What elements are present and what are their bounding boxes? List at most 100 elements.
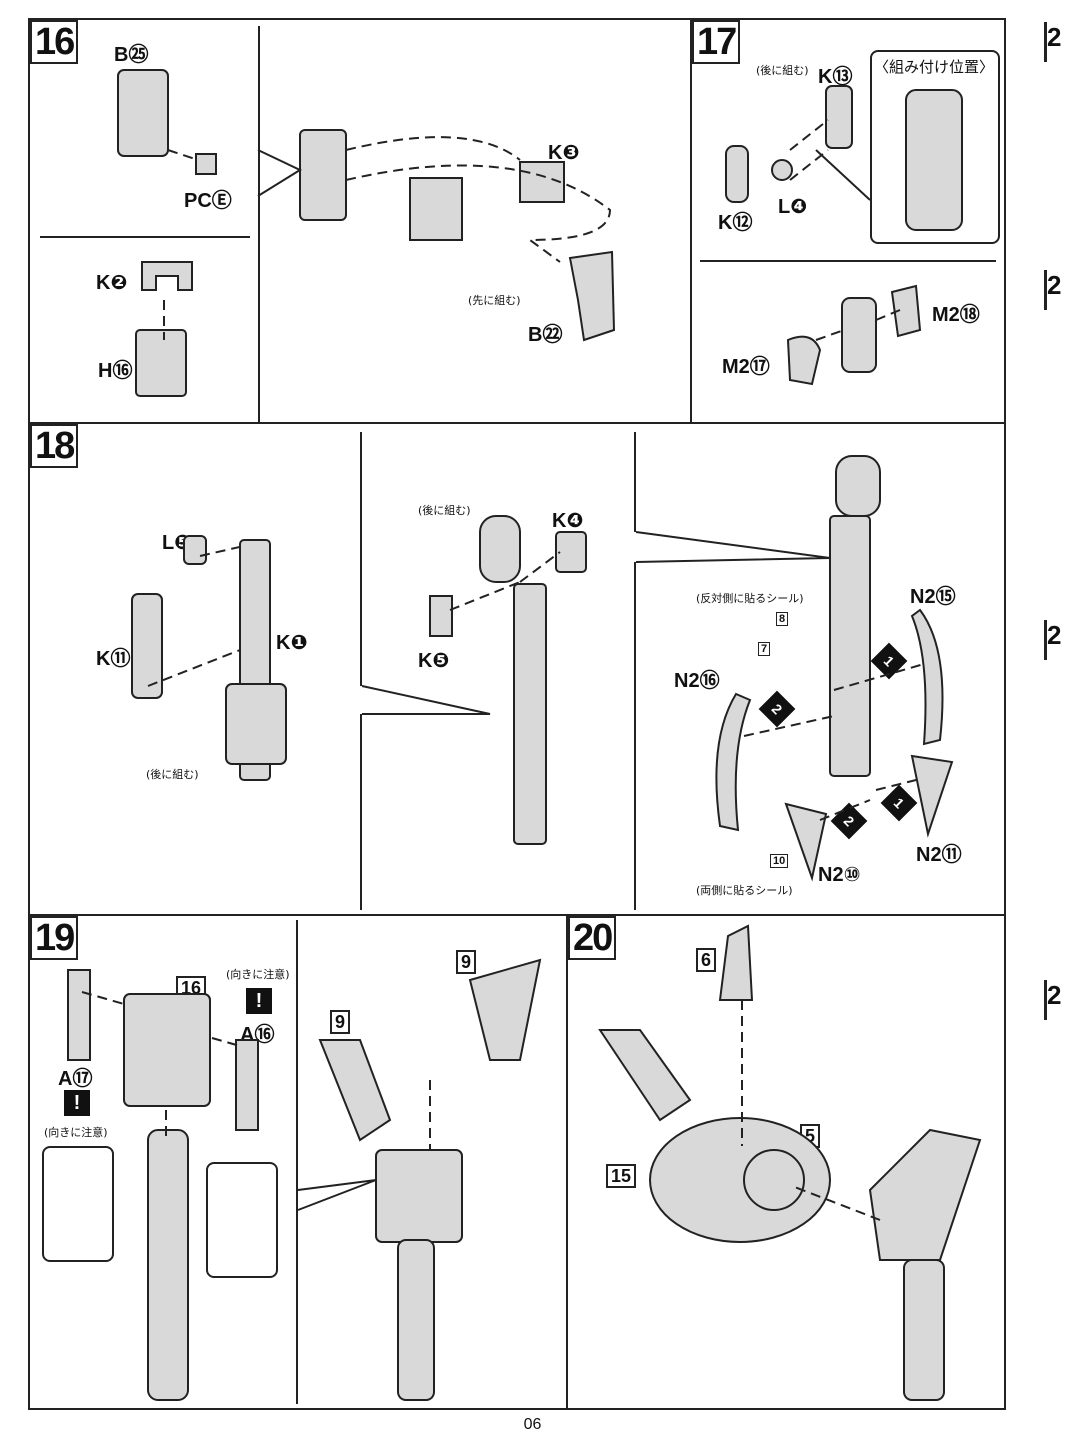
- guide-17c: [815, 329, 845, 341]
- step-16-divider-h: [40, 236, 250, 238]
- note-assemble-later-17: (後に組む): [756, 64, 809, 77]
- label-m2-17: M2⑰: [722, 356, 770, 378]
- position-caption: 〈組み付け位置〉: [874, 58, 995, 76]
- label-l4: L❹: [778, 196, 808, 218]
- ref-9-left: 9: [330, 1010, 351, 1034]
- label-n2-16: N2⑯: [674, 670, 720, 692]
- label-n2-11: N2⑪: [916, 844, 962, 866]
- sticker-number-7: 7: [758, 642, 771, 656]
- part-k11: [131, 593, 163, 699]
- label-k1: K❶: [276, 632, 308, 654]
- label-k4: K❹: [552, 510, 584, 532]
- part-body-19b: [397, 1239, 435, 1401]
- part-arm-9-left: [318, 1039, 392, 1142]
- part-assembly-16: [299, 129, 347, 221]
- part-n2-16: [715, 692, 752, 832]
- part-a16: [235, 1039, 259, 1131]
- guide-19a: [81, 991, 125, 1005]
- warning-icon-a17: !: [64, 1090, 90, 1116]
- part-torso-20: [649, 1117, 831, 1243]
- step-18-divider-a: [360, 432, 362, 686]
- edge-tab-3: 2: [1044, 620, 1065, 660]
- pointer-18a: [361, 685, 491, 715]
- step-16-divider-left: [258, 26, 260, 422]
- guide-18c: [449, 581, 521, 611]
- guide-17a: [789, 119, 829, 151]
- guide-16c: [345, 136, 521, 161]
- part-box-16: [123, 993, 211, 1107]
- label-k12: K⑫: [718, 212, 753, 234]
- step-20-number: 20: [568, 916, 617, 960]
- position-box: [870, 50, 1000, 244]
- part-k5: [429, 595, 453, 637]
- edge-tab-2: 2: [1044, 270, 1065, 310]
- pointer-19: [297, 1179, 377, 1211]
- edge-tab-1: 2: [1044, 22, 1065, 62]
- note-assemble-later-18a: (後に組む): [146, 768, 199, 781]
- detail-box-a17: [42, 1146, 114, 1262]
- guide-18b: [147, 649, 241, 687]
- label-k5: K❺: [418, 650, 450, 672]
- part-head-3: [835, 455, 881, 517]
- ref-15: 15: [606, 1164, 637, 1188]
- guide-17d: [875, 309, 901, 321]
- label-k2: K❷: [96, 272, 128, 294]
- edge-tab-4: 2: [1044, 980, 1065, 1020]
- part-l4: [771, 159, 793, 181]
- part-shoulder: [479, 515, 521, 583]
- part-arm-9-right: [468, 958, 542, 1061]
- sticker-number-10: 10: [770, 854, 789, 868]
- part-b25: [117, 69, 169, 157]
- guide-18a: [199, 545, 245, 557]
- step-18-divider-b: [360, 714, 362, 910]
- note-orientation-a17: (向きに注意): [44, 1126, 108, 1139]
- label-n2-10: N2⑩: [818, 864, 861, 886]
- note-sticker-opposite: (反対側に貼るシール): [696, 592, 804, 605]
- label-k11: K⑪: [96, 648, 131, 670]
- part-b22: [568, 250, 616, 342]
- part-arm-right-20: [868, 1128, 982, 1261]
- guide-16a: [167, 149, 199, 161]
- part-m2-17: [786, 335, 822, 386]
- label-k3: K❸: [548, 142, 580, 164]
- part-a17: [67, 969, 91, 1061]
- part-m2-18: [890, 284, 922, 338]
- guide-18f: [743, 715, 835, 737]
- part-k3: [519, 161, 565, 203]
- part-body-19: [147, 1129, 189, 1401]
- label-pce: PCⒺ: [184, 190, 232, 212]
- part-center-block: [409, 177, 463, 241]
- label-h16: H⑯: [98, 360, 133, 382]
- part-5: [743, 1149, 805, 1211]
- part-position-ref: [905, 89, 963, 231]
- note-assemble-later-18b: (後に組む): [418, 504, 471, 517]
- note-sticker-both: (両側に貼るシール): [696, 884, 793, 897]
- part-n2-11: [910, 754, 954, 838]
- step-19-divider: [296, 920, 298, 1404]
- pointer-16: [257, 149, 303, 197]
- part-n2-15: [910, 608, 944, 746]
- step-16-number: 16: [30, 20, 79, 64]
- guide-18d: [519, 551, 561, 583]
- part-17b-core: [841, 297, 877, 373]
- detail-box-a16: [206, 1162, 278, 1278]
- label-m2-18: M2⑱: [932, 304, 980, 326]
- guide-16d: [345, 164, 612, 263]
- guide-18h: [819, 799, 871, 821]
- page-number: 06: [523, 1416, 542, 1433]
- label-k13: K⑬: [818, 66, 853, 88]
- step-19-number: 19: [30, 916, 79, 960]
- part-l5: [183, 535, 207, 565]
- step-18-number: 18: [30, 424, 79, 468]
- label-b22: B㉒: [528, 324, 563, 346]
- part-n2-10: [784, 802, 828, 882]
- part-k2: [141, 261, 193, 291]
- label-b25: B㉕: [114, 44, 149, 66]
- part-k4: [555, 531, 587, 573]
- part-h16: [135, 329, 187, 397]
- part-box-19b: [375, 1149, 463, 1243]
- ref-9-right: 9: [456, 950, 477, 974]
- part-k12: [725, 145, 749, 203]
- guide-19b: [211, 1037, 241, 1047]
